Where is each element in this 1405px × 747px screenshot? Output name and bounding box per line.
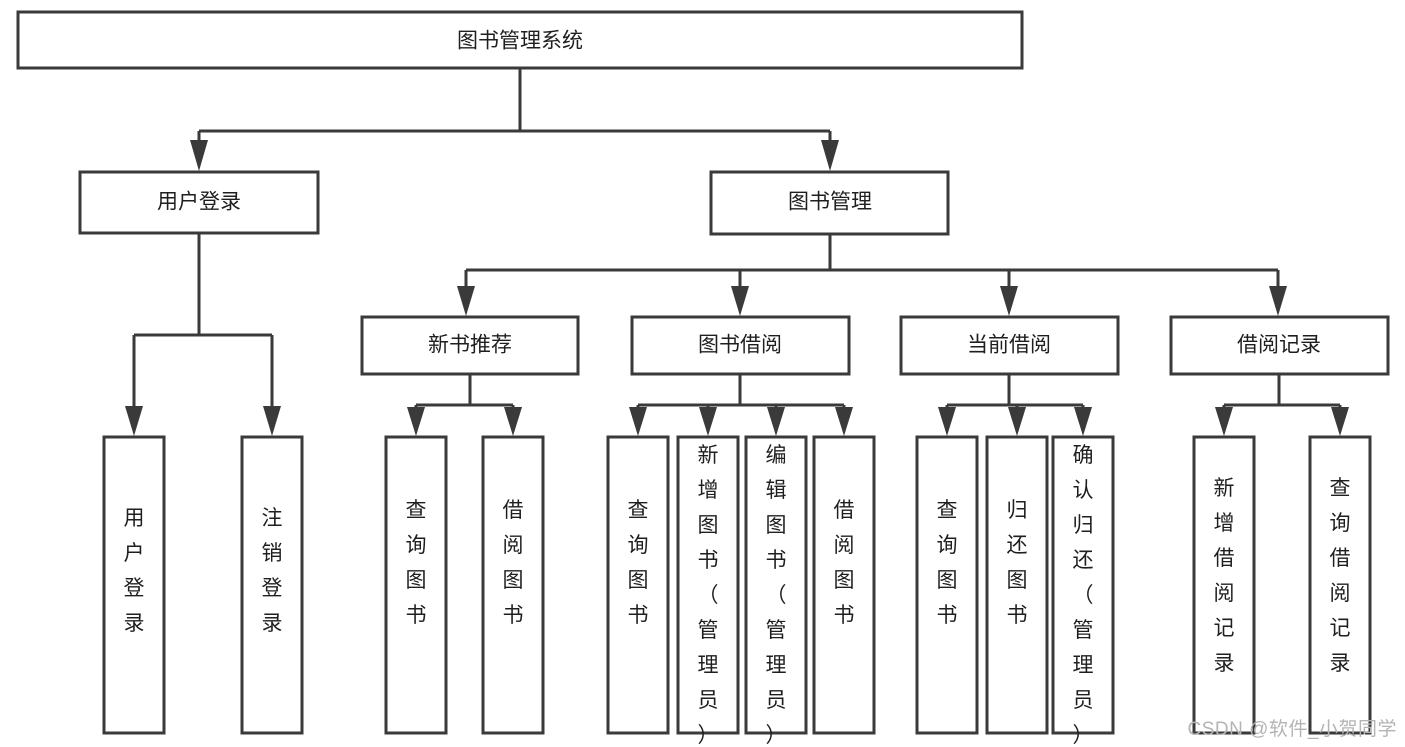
node-bookmgmt-label: 图书管理 — [788, 191, 872, 214]
node-leaf-user-login-box[interactable] — [102, 435, 166, 735]
arrowhead-edit-book — [767, 407, 785, 436]
node-newrec-box[interactable] — [360, 315, 580, 376]
node-leaf-user-logout-box[interactable] — [240, 435, 304, 735]
node-leaf-query-record[interactable]: 查询借阅记录 — [1308, 435, 1372, 735]
arrowhead-query-book-2 — [629, 407, 647, 436]
node-records-box[interactable] — [1169, 315, 1390, 376]
arrowhead-user-login — [125, 406, 143, 436]
node-leaf-query-record-label: 查询借阅记录 — [1330, 477, 1351, 675]
node-login[interactable]: 用户登录 — [78, 170, 320, 235]
node-leaf-query-book-1[interactable]: 查询图书 — [384, 435, 448, 735]
node-leaf-borrow-book-1[interactable]: 借阅图书 — [481, 435, 545, 735]
node-leaf-borrow-book-2-box[interactable] — [812, 435, 876, 735]
node-leaf-return-book[interactable]: 归还图书 — [985, 435, 1049, 735]
node-leaf-query-book-2-label: 查询图书 — [628, 499, 649, 627]
node-root-label: 图书管理系统 — [457, 30, 583, 53]
arrowhead-query-record — [1331, 407, 1349, 436]
node-leaf-confirm-return-box[interactable] — [1051, 435, 1115, 735]
node-leaf-confirm-return-label: 确认归还（管理员） — [1073, 444, 1094, 747]
node-leaf-user-logout-label: 注销登录 — [262, 507, 283, 635]
arrowhead-borrow — [731, 286, 749, 316]
node-leaf-edit-book-box[interactable] — [744, 435, 808, 735]
node-leaf-query-book-3[interactable]: 查询图书 — [915, 435, 979, 735]
node-leaf-add-record-label: 新增借阅记录 — [1214, 477, 1235, 675]
node-leaf-add-book-label: 新增图书（管理员） — [698, 444, 719, 747]
arrowhead-confirm-return — [1074, 407, 1092, 436]
node-leaf-user-login-label: 用户登录 — [124, 507, 145, 635]
arrowhead-add-record — [1215, 407, 1233, 436]
node-leaf-query-book-1-label: 查询图书 — [406, 499, 427, 627]
node-root-box[interactable] — [16, 10, 1024, 70]
node-records[interactable]: 借阅记录 — [1169, 315, 1390, 376]
node-borrow-label: 图书借阅 — [698, 334, 782, 357]
node-leaf-edit-book-label: 编辑图书（管理员） — [766, 444, 787, 747]
arrowhead-query-book-3 — [938, 407, 956, 436]
node-current-box[interactable] — [899, 315, 1120, 376]
node-leaf-edit-book[interactable]: 编辑图书（管理员） — [744, 435, 808, 747]
node-login-label: 用户登录 — [157, 191, 241, 214]
node-leaf-add-record-box[interactable] — [1192, 435, 1256, 735]
arrowhead-newrec — [457, 286, 475, 316]
node-leaf-return-book-box[interactable] — [985, 435, 1049, 735]
arrowhead-borrow-book-1 — [504, 407, 522, 436]
node-leaf-return-book-label: 归还图书 — [1007, 499, 1028, 627]
arrowhead-user-logout — [263, 406, 281, 436]
node-leaf-add-book[interactable]: 新增图书（管理员） — [676, 435, 740, 747]
node-leaf-query-book-2[interactable]: 查询图书 — [606, 435, 670, 735]
node-leaf-query-record-box[interactable] — [1308, 435, 1372, 735]
node-leaf-user-logout[interactable]: 注销登录 — [240, 435, 304, 735]
node-borrow-box[interactable] — [630, 315, 851, 376]
node-records-label: 借阅记录 — [1237, 334, 1321, 357]
node-current-label: 当前借阅 — [967, 334, 1051, 357]
node-login-box[interactable] — [78, 170, 320, 235]
node-leaf-user-login[interactable]: 用户登录 — [102, 435, 166, 735]
node-leaf-add-record[interactable]: 新增借阅记录 — [1192, 435, 1256, 735]
node-leaf-query-book-1-box[interactable] — [384, 435, 448, 735]
node-root[interactable]: 图书管理系统 — [16, 10, 1024, 70]
node-leaf-query-book-3-box[interactable] — [915, 435, 979, 735]
node-newrec[interactable]: 新书推荐 — [360, 315, 580, 376]
node-bookmgmt-box[interactable] — [709, 170, 950, 236]
node-leaf-borrow-book-1-label: 借阅图书 — [503, 499, 524, 627]
node-leaf-borrow-book-1-box[interactable] — [481, 435, 545, 735]
arrowhead-records — [1269, 286, 1287, 316]
node-leaf-query-book-3-label: 查询图书 — [937, 499, 958, 627]
arrowhead-return-book — [1008, 407, 1026, 436]
nodes-layer: 图书管理系统 用户登录 图书管理 新书推荐 图书借阅 — [16, 10, 1390, 747]
node-bookmgmt[interactable]: 图书管理 — [709, 170, 950, 236]
edges-layer — [125, 68, 1349, 436]
arrowhead-bookmgmt — [821, 140, 839, 171]
node-current[interactable]: 当前借阅 — [899, 315, 1120, 376]
node-leaf-confirm-return[interactable]: 确认归还（管理员） — [1051, 435, 1115, 747]
node-leaf-query-book-2-box[interactable] — [606, 435, 670, 735]
node-borrow[interactable]: 图书借阅 — [630, 315, 851, 376]
csdn-watermark: CSDN @软件_小贺同学 — [1187, 719, 1397, 740]
node-newrec-label: 新书推荐 — [428, 334, 512, 357]
arrowhead-borrow-book-2 — [835, 407, 853, 436]
arrowhead-add-book — [699, 407, 717, 436]
node-leaf-add-book-box[interactable] — [676, 435, 740, 735]
arrowhead-query-book-1 — [407, 407, 425, 436]
arrowhead-current — [1000, 286, 1018, 316]
arrowhead-login — [190, 140, 208, 171]
node-leaf-borrow-book-2-label: 借阅图书 — [834, 499, 855, 627]
node-leaf-borrow-book-2[interactable]: 借阅图书 — [812, 435, 876, 735]
